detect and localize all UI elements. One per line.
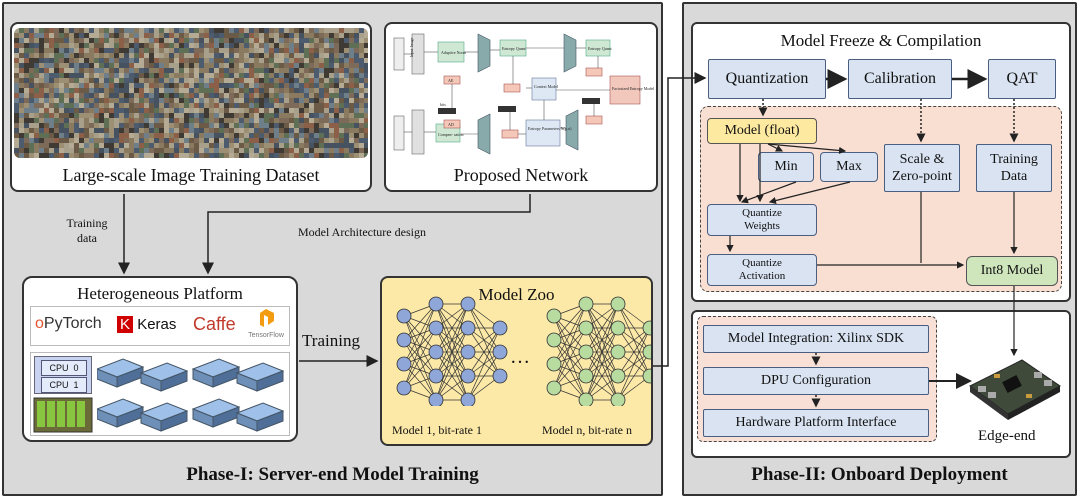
quantize-activation-box: Quantize Activation <box>707 254 817 286</box>
net-entropy-quant2: Entropy Quant <box>588 46 613 51</box>
modeln-label: Model n, bit-rate n <box>542 423 632 437</box>
cpu-panel: CPU 0 CPU 1 <box>34 356 92 394</box>
training-label: Training <box>302 331 360 350</box>
cpu-0: CPU 0 <box>41 360 87 376</box>
network-schematic: Input Image Adaptive Norm Entropy Quant … <box>393 33 655 155</box>
platform-box: Heterogeneous Platform oPyTorch K Keras … <box>22 276 298 442</box>
phase1-title: Phase-I: Server-end Model Training <box>186 464 479 485</box>
integration-box: Model Integration: Xilinx SDK <box>703 325 929 353</box>
framework-strip: oPyTorch K Keras Caffe TensorFlow <box>30 306 290 346</box>
keras-label: Keras <box>137 316 177 333</box>
net-entropy-params: Entropy Parameters N(μ,σ) <box>528 126 572 132</box>
quantize-weights-box: Quantize Weights <box>707 204 817 236</box>
scale-zero-line1: Scale & <box>899 152 945 167</box>
dataset-caption: Large-scale Image Training Dataset <box>62 164 320 185</box>
edge-board-icon <box>969 359 1061 420</box>
phase2-title: Phase-II: Onboard Deployment <box>751 464 1008 485</box>
arch-design-label: Model Architecture design <box>298 225 426 239</box>
model-zoo-ellipsis: … <box>510 346 530 368</box>
pytorch-label: PyTorch <box>43 315 102 332</box>
gpu-board-icon <box>33 397 93 433</box>
edge-end-label: Edge-end <box>978 428 1036 444</box>
min-box: Min <box>758 152 814 182</box>
freeze-title: Model Freeze & Compilation <box>780 31 982 50</box>
hw-interface-box: Hardware Platform Interface <box>703 409 929 437</box>
pytorch-logo: oPyTorch <box>35 315 102 332</box>
qat-box: QAT <box>988 59 1056 99</box>
network-box: Input Image Adaptive Norm Entropy Quant … <box>384 22 658 192</box>
training-data-label: Training data <box>66 216 108 245</box>
tensorflow-logo: TensorFlow <box>243 309 289 339</box>
quantization-box: Quantization <box>708 59 826 99</box>
dpu-config-box: DPU Configuration <box>703 367 929 395</box>
net-entropy-quant: Entropy Quant <box>502 46 527 51</box>
calibration-box: Calibration <box>848 59 952 99</box>
net-bits: bits <box>440 102 446 107</box>
net-adaptive-norm: Adaptive Norm <box>441 50 467 55</box>
keras-logo: K Keras <box>117 316 176 333</box>
net-compensation: Compen- sation <box>438 132 463 137</box>
platform-title: Heterogeneous Platform <box>77 284 243 303</box>
caffe-label: Caffe <box>193 314 236 334</box>
model-zoo-title: Model Zoo <box>478 285 555 304</box>
model-float-box: Model (float) <box>707 118 817 144</box>
model1-label: Model 1, bit-rate 1 <box>392 423 482 437</box>
network-caption: Proposed Network <box>453 164 589 185</box>
svg-text:Input Image: Input Image <box>409 37 414 57</box>
quantize-activation-line2: Activation <box>738 270 786 282</box>
net-factorized: Factorized Entropy Model <box>612 86 655 91</box>
net-context: Context Model <box>534 84 559 89</box>
training-data-line1: Training <box>990 152 1038 167</box>
dataset-mosaic <box>14 28 368 158</box>
quantize-activation-line1: Quantize <box>742 257 782 269</box>
dataset-box: Large-scale Image Training Dataset <box>10 22 372 192</box>
scale-zero-box: Scale & Zero-point <box>884 144 960 192</box>
quantize-weights-line2: Weights <box>744 220 780 232</box>
tensorflow-label: TensorFlow <box>248 332 284 339</box>
model-zoo-nets <box>396 296 651 406</box>
net-ae: AE <box>448 78 454 83</box>
max-box: Max <box>820 152 878 182</box>
server-rack-icon <box>97 358 285 432</box>
int8-model-box: Int8 Model <box>966 256 1058 286</box>
training-data-box: Training Data <box>976 144 1052 192</box>
model-zoo-box: Model Zoo … Model 1, bit-rate 1 Model n,… <box>380 276 653 446</box>
net-ad: AD <box>448 122 454 127</box>
scale-zero-line2: Zero-point <box>892 169 952 184</box>
tensorflow-icon <box>260 309 274 327</box>
hardware-strip: CPU 0 CPU 1 <box>30 352 290 436</box>
cpu-1: CPU 1 <box>41 377 87 393</box>
training-data-line2: Data <box>1000 169 1028 184</box>
quantize-weights-line1: Quantize <box>742 207 782 219</box>
